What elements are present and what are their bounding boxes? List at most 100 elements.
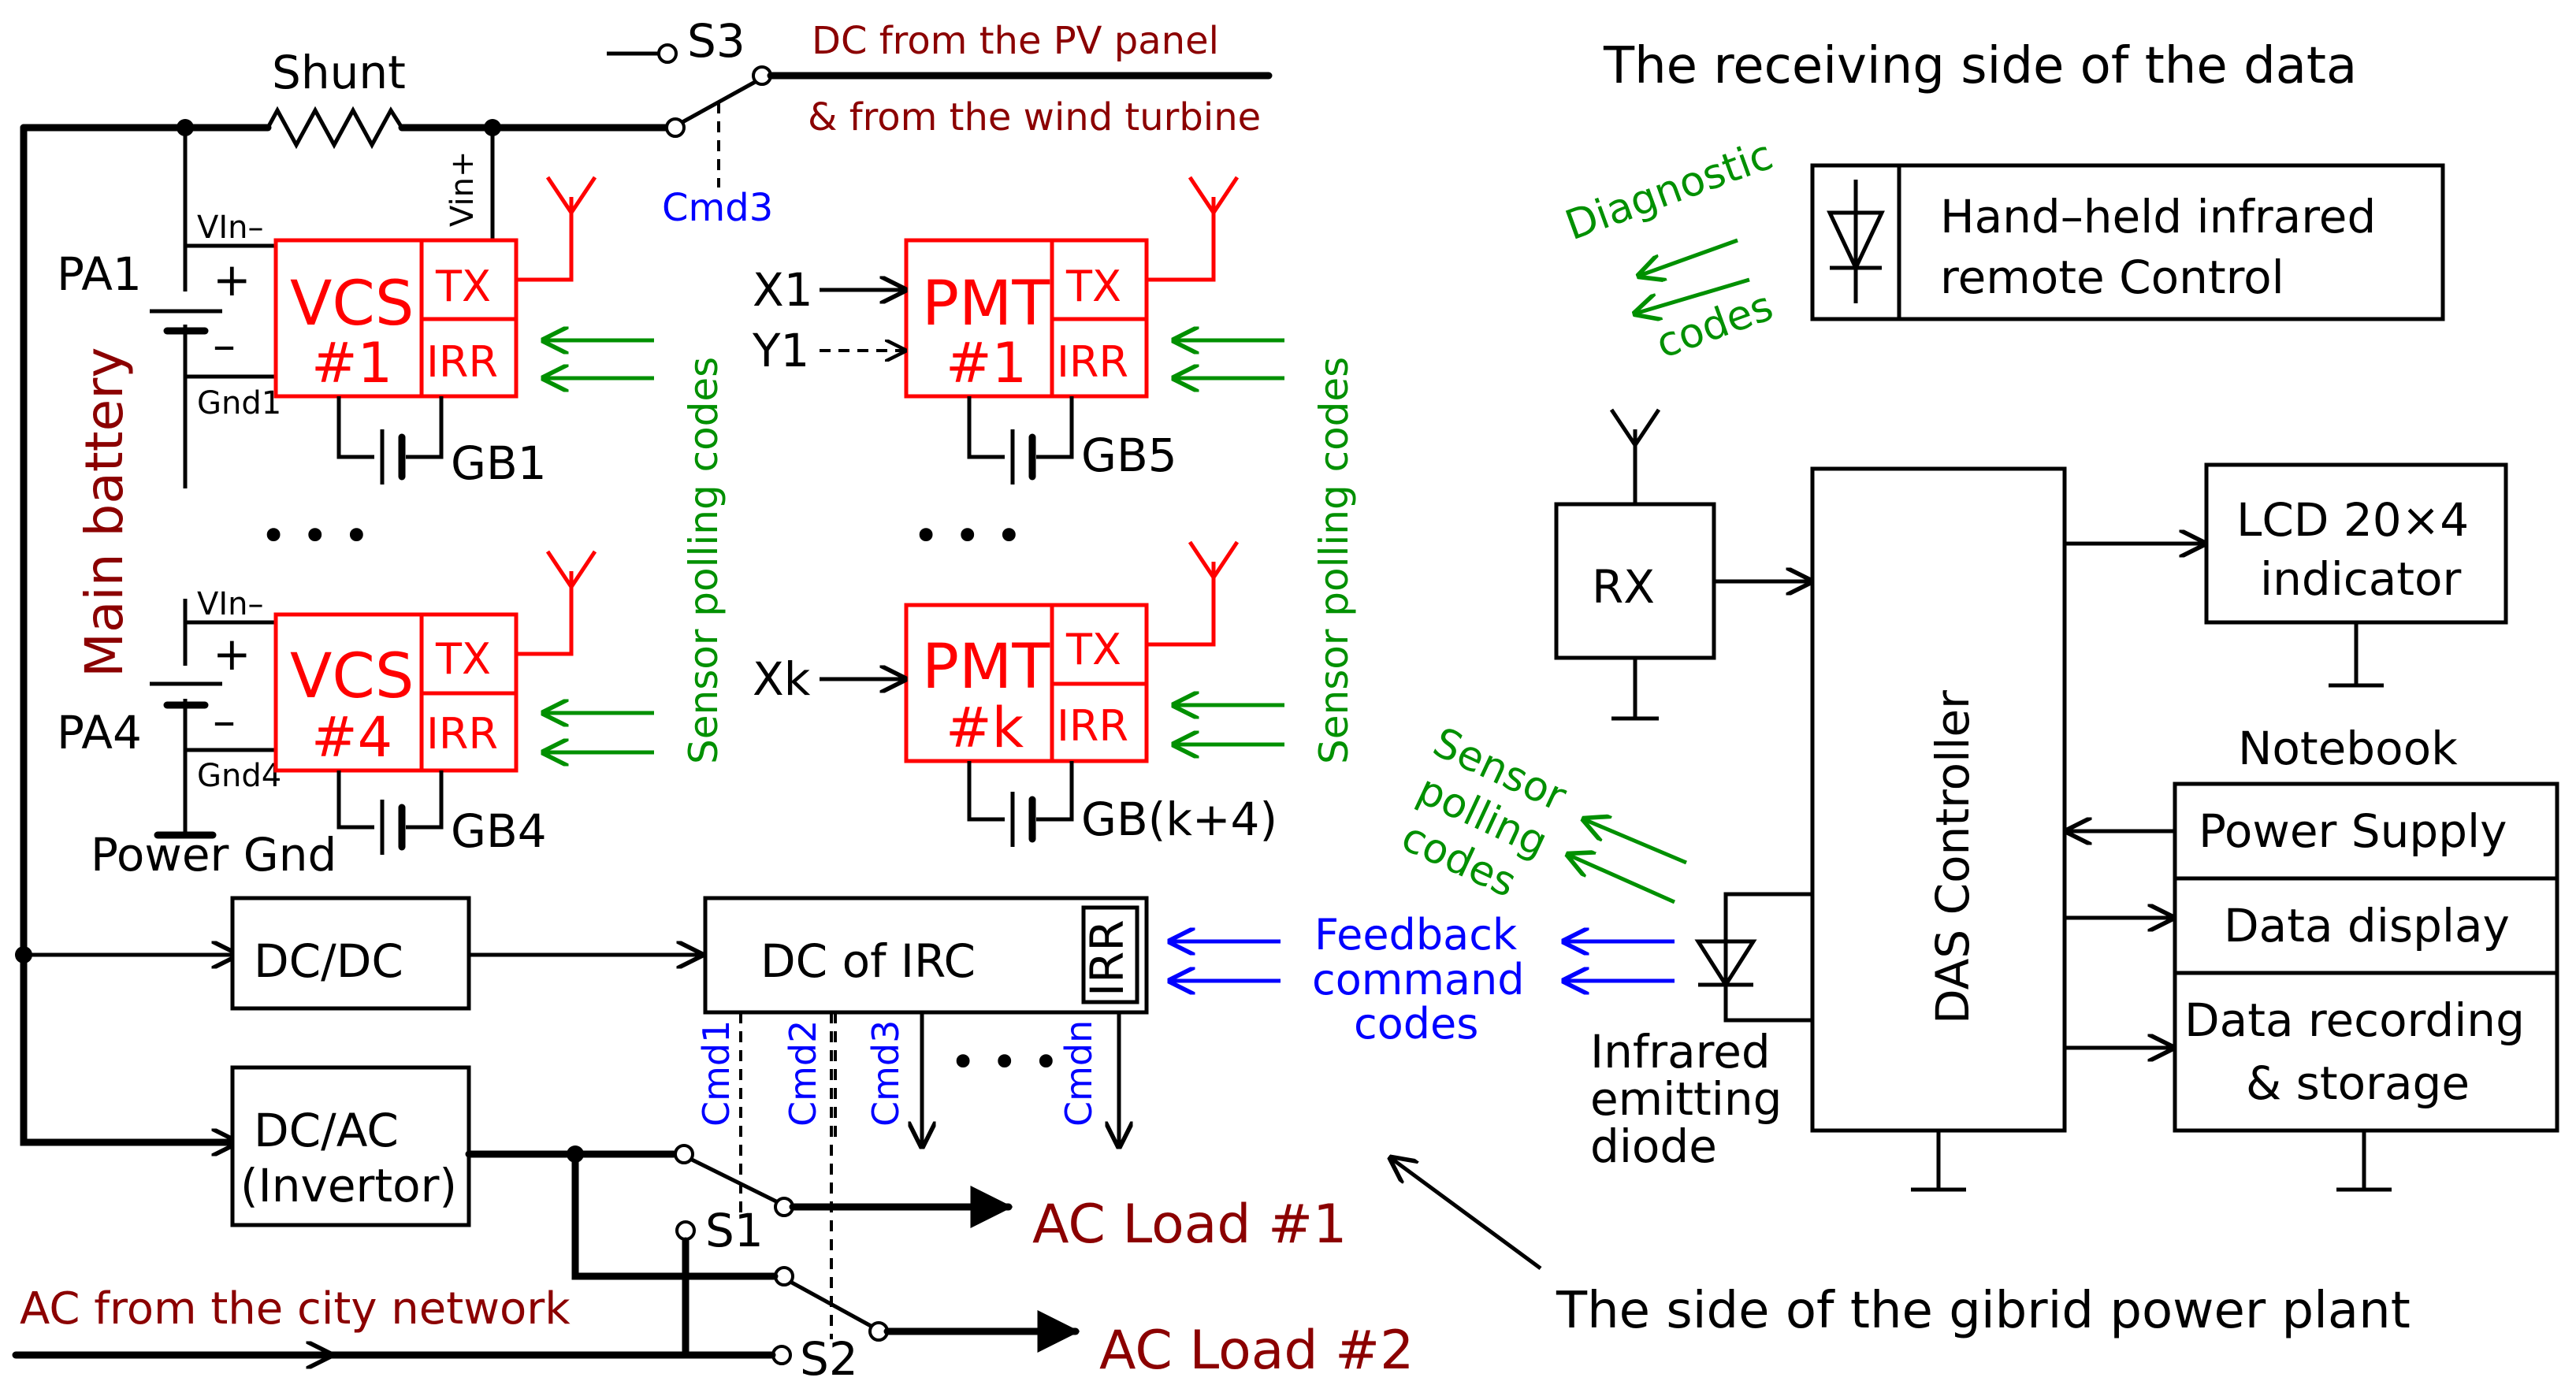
data-storage-label: & storage [2246,1056,2470,1110]
ired-line3: diode [1590,1119,1717,1173]
lcd-line2: indicator [2260,552,2461,606]
sensor-polling-arrow [1584,819,1687,865]
battery-gb4 [336,770,444,855]
remote-line1: Hand–held infrared [1940,190,2376,243]
cmdn-label: Cmdn [1058,1020,1100,1127]
diagnostic-label: Diagnostic [1559,132,1779,250]
dcac-block: DC/AC (Invertor) [230,1065,471,1227]
rx-block: RX [1554,408,1716,721]
notebook-block: Power Supply Data display Data recording… [2173,782,2559,1192]
battery-gb5 [967,396,1074,485]
vin-minus-1: VIn– [197,210,264,246]
ac-city-label: AC from the city network [20,1283,571,1335]
diagnostic-arrow [1639,238,1738,276]
s3-label: S3 [687,14,745,68]
power-supply-label: Power Supply [2199,804,2507,858]
lcd-line1: LCD 20×4 [2236,493,2469,547]
x1-label: X1 [753,263,813,317]
gb5-label: GB5 [1081,429,1177,482]
y1-label: Y1 [752,324,809,377]
battery-pa1 [150,291,222,335]
pa4-label: PA4 [57,706,142,759]
ellipsis-left: • • • [260,509,370,562]
cmd3-top-label: Cmd3 [662,186,773,230]
pmt-k-num: #k [946,696,1024,760]
lcd-indicator-block: LCD 20×4 indicator [2204,462,2508,688]
switch-s1[interactable] [674,1144,1013,1359]
sensor-polling-arrow [1568,855,1676,904]
das-label: DAS Controller [1926,690,1979,1024]
pmt-1-name: PMT [922,269,1050,340]
notebook-label: Notebook [2238,722,2458,775]
pv-label-line1: DC from the PV panel [812,19,1219,63]
diagnostic-codes-label: codes [1650,283,1779,369]
vcs-1-irr: IRR [426,337,498,387]
fb-line1: Feedback [1314,910,1518,960]
ac-load-2-label: AC Load #2 [1099,1320,1414,1382]
ac-load-1-label: AC Load #1 [1032,1194,1347,1256]
switch-s2[interactable] [650,1266,1080,1365]
s1-label: S1 [705,1204,764,1257]
gnd4-label: Gnd4 [197,758,281,794]
xk-label: Xk [753,652,811,706]
ired-line2: emitting [1590,1072,1782,1126]
data-recording-label: Data recording [2184,993,2525,1047]
remote-line2: remote Control [1940,251,2284,304]
plant-side-pointer [1391,1158,1542,1271]
vin-minus-4: VIn– [197,586,264,622]
pmt-1-irr: IRR [1057,337,1128,387]
main-battery-label: Main battery [74,347,135,678]
vin-plus-label: Vin+ [444,151,481,227]
vcs-4-irr: IRR [426,709,498,759]
pmt-1-block: PMT #1 TX IRR [904,176,1240,399]
pmt-k-irr: IRR [1057,701,1128,751]
vcs-1-num: #1 [311,331,392,395]
pmt-1-num: #1 [946,331,1027,395]
vcs-4-block: VCS #4 TX IRR [273,550,597,773]
plant-side-title: The side of the gibrid power plant [1556,1282,2411,1340]
pmt-1-tx: TX [1065,262,1121,311]
s2-label: S2 [800,1332,858,1386]
pmt-k-name: PMT [922,632,1050,703]
vcs-4-num: #4 [311,705,392,770]
dcdc-block: DC/DC [230,896,471,1011]
rx-label: RX [1592,560,1655,614]
dcac-label: DC/AC [254,1104,399,1157]
pmt-k-block: PMT #k TX IRR [904,540,1240,763]
vcs-1-tx: TX [435,262,491,311]
vcs-1-block: VCS #1 TX IRR [273,176,597,399]
switch-s3[interactable] [607,43,1273,187]
sensor-polling-label-left: Sensor polling codes [681,357,727,764]
junction-dot [15,946,32,963]
shunt-label: Shunt [272,46,406,99]
vcs-1-name: VCS [290,269,414,340]
shunt-resistor [266,106,404,150]
pmt-k-tx: TX [1065,625,1121,674]
pa1-minus: – [213,318,236,372]
vcs-4-name: VCS [290,641,414,712]
fb-line3: codes [1354,999,1478,1049]
dc-of-irc-label: DC of IRC [760,934,976,988]
receiving-side-title: The receiving side of the data [1603,37,2357,95]
invertor-label: (Invertor) [240,1159,457,1212]
pa4-minus: – [213,694,236,748]
battery-gbk [967,761,1074,847]
sensor-polling-label-middle: Sensor polling codes [1311,357,1357,764]
gnd1-label: Gnd1 [197,385,281,421]
power-gnd-label: Power Gnd [91,828,336,882]
pa1-plus: + [213,253,251,306]
dc-of-irc-block: DC of IRC IRR [703,896,1149,1015]
pv-label-line2: & from the wind turbine [808,95,1261,139]
cmd1-label: Cmd1 [695,1020,738,1127]
cmd3-label: Cmd3 [864,1020,907,1127]
battery-pa4 [150,666,222,709]
das-controller-block: DAS Controller [1810,466,2067,1192]
dcdc-label: DC/DC [254,934,403,988]
ired-line1: Infrared [1590,1025,1771,1079]
pa4-plus: + [213,627,251,681]
gb1-label: GB1 [451,436,547,490]
pa1-label: PA1 [57,247,142,301]
gbk-label: GB(k+4) [1081,793,1277,846]
dc-of-irc-irr: IRR [1080,919,1134,997]
